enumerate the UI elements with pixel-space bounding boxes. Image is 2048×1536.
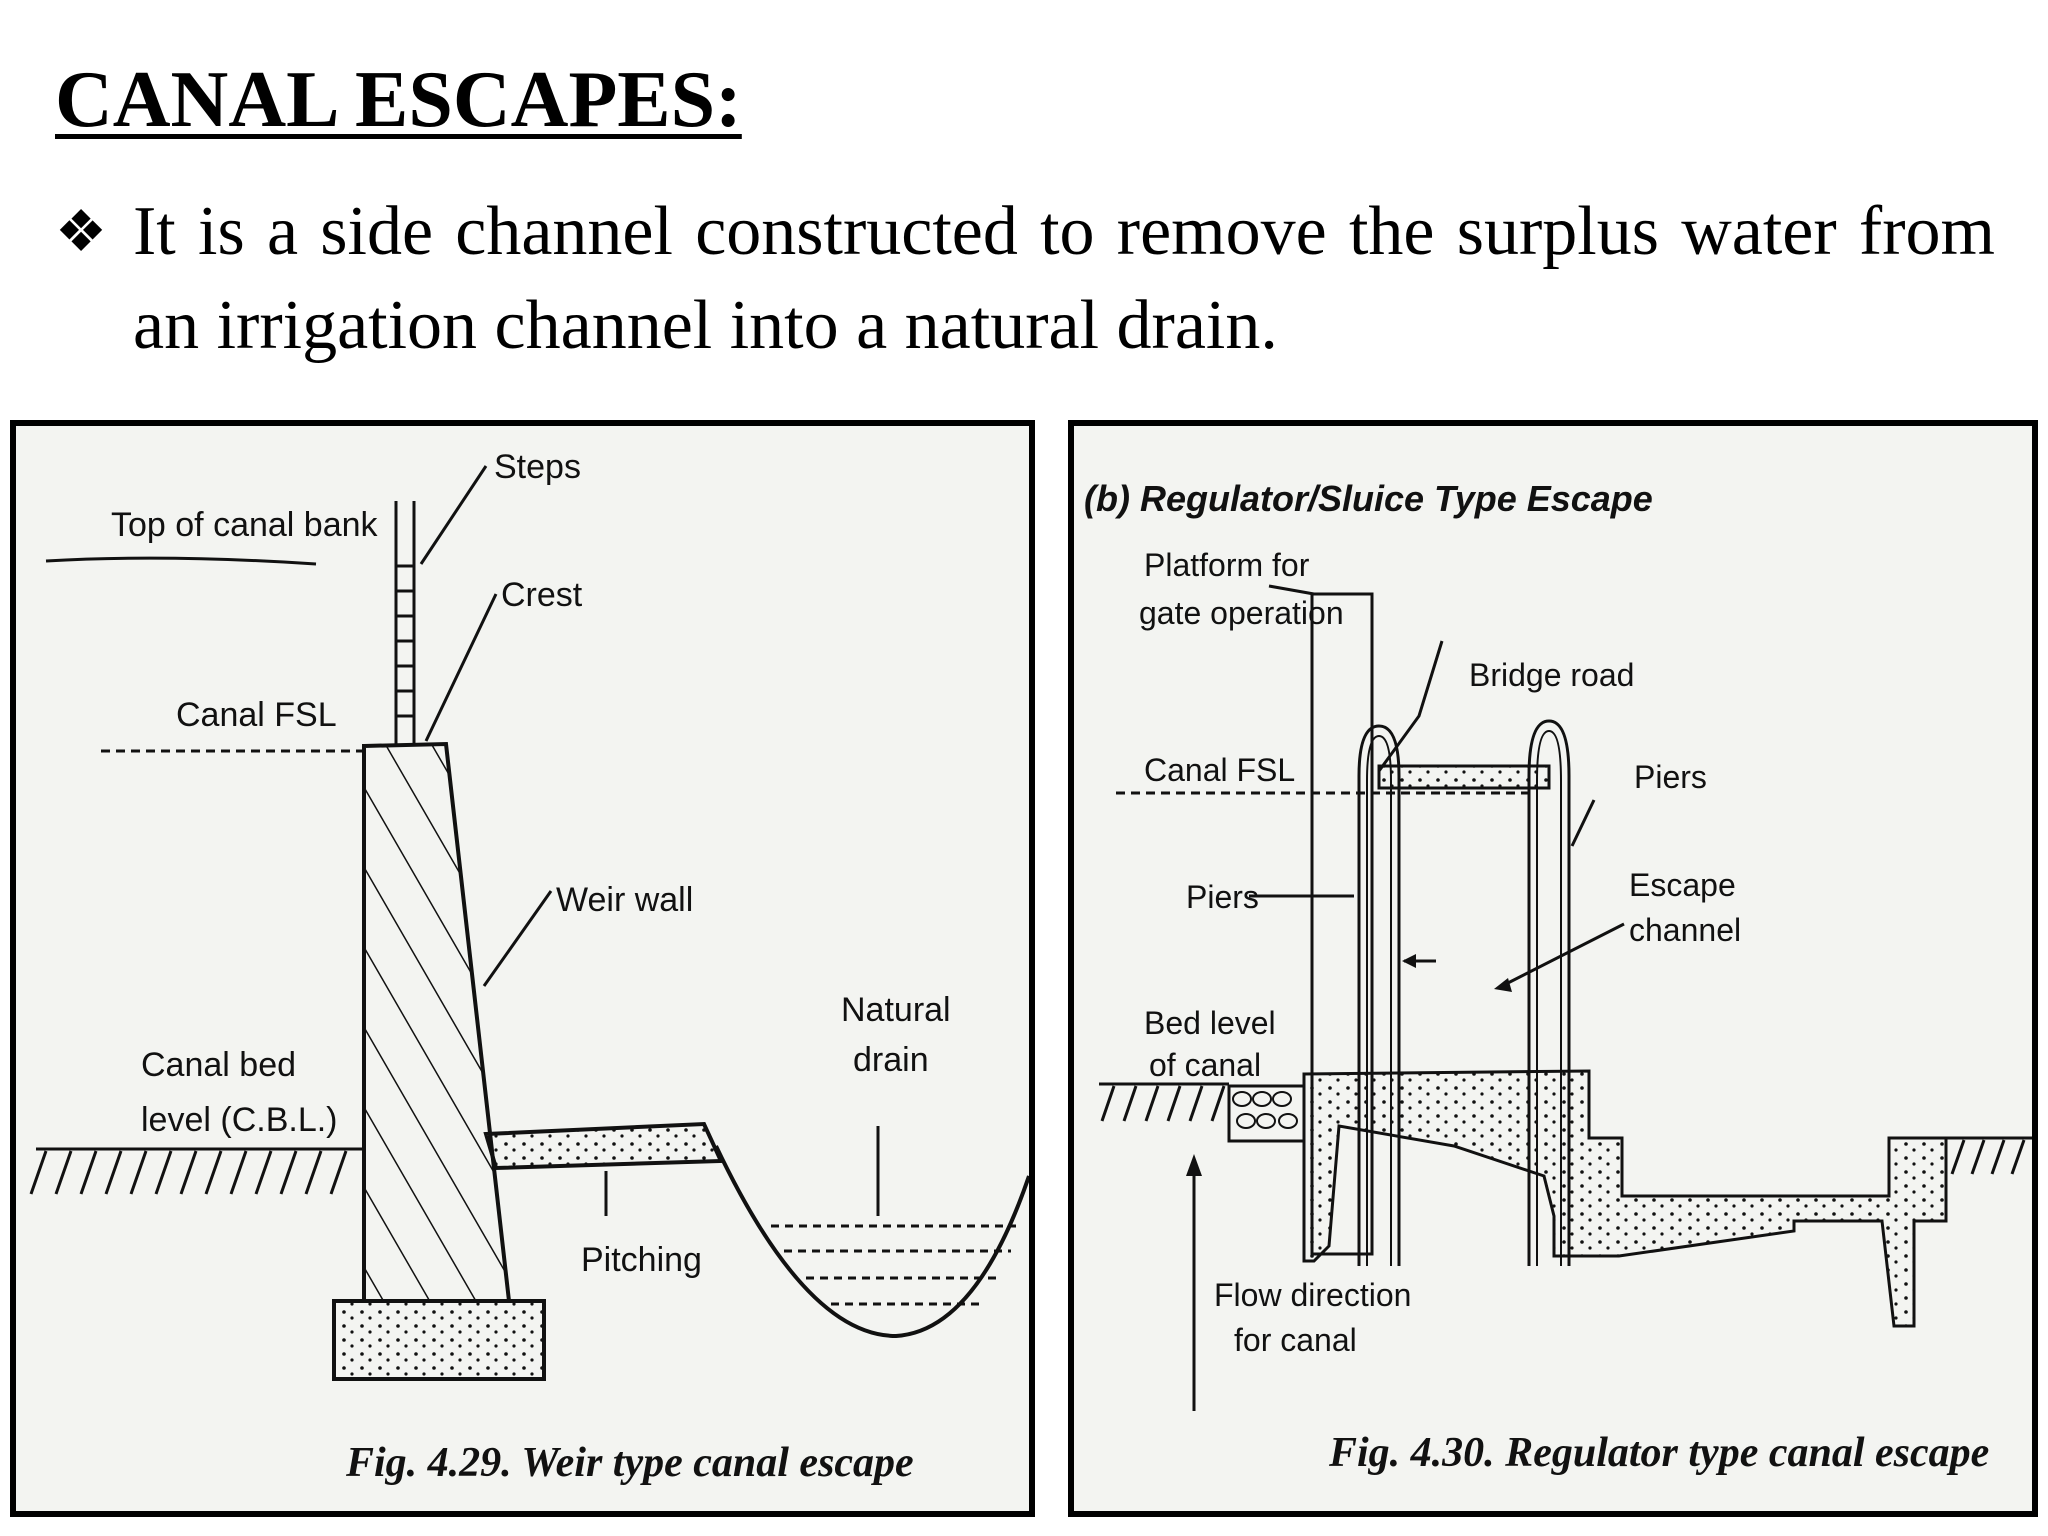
caption-fig-4-29: Fig. 4.29. Weir type canal escape	[345, 1440, 914, 1486]
label-bridge-road: Bridge road	[1469, 657, 1634, 693]
leader-lines	[1249, 584, 1625, 988]
foundation-block	[332, 1299, 546, 1381]
label-piers-left: Piers	[1186, 879, 1259, 915]
label-bed-level-2: of canal	[1149, 1047, 1261, 1083]
ground-hatch-left	[29, 1150, 348, 1195]
steps-ladder	[394, 501, 416, 744]
label-canal-bed: Canal bed	[141, 1046, 296, 1084]
label-platform-1: Platform for	[1144, 547, 1310, 583]
label-natural: Natural	[841, 991, 951, 1029]
arrowhead-escape	[1494, 978, 1512, 992]
leader-lines	[419, 465, 553, 987]
label-steps: Steps	[494, 448, 581, 486]
label-piers-right: Piers	[1634, 759, 1707, 795]
pier-left	[1357, 724, 1401, 1266]
weir-escape-diagram: Steps Top of canal bank Crest Canal FSL …	[29, 448, 1029, 1486]
label-flow-1: Flow direction	[1214, 1277, 1411, 1313]
bullet-text: It is a side channel constructed to remo…	[133, 193, 1995, 364]
regulator-escape-diagram: (b) Regulator/Sluice Type Escape	[1084, 478, 2032, 1476]
label-cbl: level (C.B.L.)	[141, 1101, 338, 1139]
flow-arrowhead	[1186, 1154, 1202, 1176]
weir-wall	[362, 741, 512, 1303]
label-weir-wall: Weir wall	[556, 881, 693, 919]
label-canal-fsl: Canal FSL	[1144, 752, 1295, 788]
gate-platform	[1310, 592, 1374, 1256]
caption-fig-4-30: Fig. 4.30. Regulator type canal escape	[1328, 1430, 1989, 1476]
subtitle-regulator-sluice: (b) Regulator/Sluice Type Escape	[1084, 478, 1653, 519]
label-pitching: Pitching	[581, 1241, 702, 1279]
label-crest: Crest	[501, 576, 583, 614]
label-bed-level-1: Bed level	[1144, 1005, 1276, 1041]
label-flow-2: for canal	[1234, 1322, 1357, 1358]
label-escape-2: channel	[1629, 912, 1741, 948]
pier-left-inner	[1366, 734, 1392, 1266]
diamond-bullet-icon: ❖	[55, 199, 107, 264]
label-escape-1: Escape	[1629, 867, 1736, 903]
label-top-of-canal-bank: Top of canal bank	[111, 506, 379, 544]
pitching-slab	[483, 1121, 725, 1171]
ground-hatch-left	[1100, 1085, 1226, 1122]
drain-water-lines	[771, 1224, 1016, 1306]
stepped-concrete-floor	[1302, 1069, 1948, 1328]
label-canal-fsl: Canal FSL	[176, 696, 337, 734]
natural-drain-curve	[714, 1145, 1029, 1339]
label-drain: drain	[853, 1041, 929, 1079]
arrowhead-left-piers	[1402, 954, 1416, 968]
rubble-stones	[1232, 1091, 1298, 1129]
top-of-bank-line	[45, 556, 317, 566]
bridge-road	[1377, 764, 1551, 790]
page-title: CANAL ESCAPES:	[55, 56, 742, 144]
bullet-point: ❖ It is a side channel constructed to re…	[55, 185, 1995, 373]
pier-right	[1527, 719, 1571, 1266]
regulator-escape-figure: (b) Regulator/Sluice Type Escape	[1068, 420, 2038, 1517]
label-platform-2: gate operation	[1139, 595, 1344, 631]
weir-escape-figure: Steps Top of canal bank Crest Canal FSL …	[10, 420, 1035, 1517]
ground-hatch-right	[1950, 1139, 2026, 1175]
pier-right-inner	[1536, 729, 1562, 1266]
